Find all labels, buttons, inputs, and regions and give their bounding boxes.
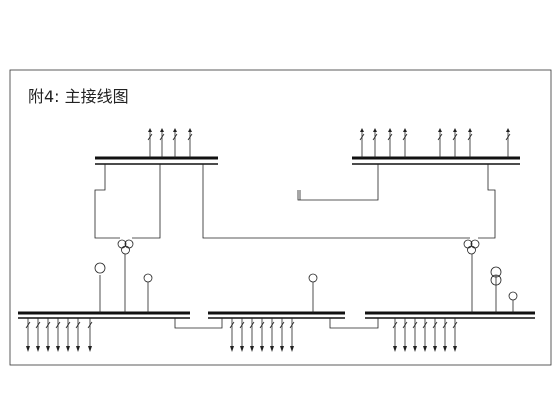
- lower-feeder-switch: [279, 321, 285, 329]
- lower-feeder-switch: [259, 321, 265, 329]
- transformer-t2: [463, 239, 480, 255]
- pt-middle: [308, 273, 318, 313]
- link-left-bus-to-t2: [202, 164, 470, 239]
- lower-feeder-arrow: [26, 346, 30, 352]
- lower-feeder-arrow: [443, 346, 447, 352]
- lower-feeder-arrow: [290, 346, 294, 352]
- drawing-frame: [9, 69, 552, 366]
- lower-feeder-switch: [289, 321, 295, 329]
- lower-feeder-arrow: [46, 346, 50, 352]
- lower-feeder-arrow: [423, 346, 427, 352]
- upper-feeder-switch: [452, 133, 458, 141]
- lower-feeder-arrow: [56, 346, 60, 352]
- transformer-t1: [117, 239, 134, 255]
- upper-feeder-arrow: [403, 128, 407, 132]
- lower-feeder-switch: [65, 321, 71, 329]
- lower-feeder-switch: [269, 321, 275, 329]
- diagram-title: 附4: 主接线图: [28, 87, 129, 106]
- link-t1-right: [132, 164, 161, 239]
- upper-feeder-switch: [372, 133, 378, 141]
- upper-feeder-switch: [359, 133, 365, 141]
- upper-feeder-arrow: [388, 128, 392, 132]
- lower-feeder-switch: [249, 321, 255, 329]
- lower-feeder-switch: [87, 321, 93, 329]
- lower-feeder-arrow: [260, 346, 264, 352]
- lower-feeder-arrow: [403, 346, 407, 352]
- upper-feeder-arrow: [360, 128, 364, 132]
- lower-feeder-switch: [452, 321, 458, 329]
- lower-feeder-arrow: [393, 346, 397, 352]
- lower-feeder-switch: [402, 321, 408, 329]
- link-left-bus-to-t1: [94, 164, 120, 239]
- upper-feeder-arrow: [148, 128, 152, 132]
- upper-feeder-switch: [437, 133, 443, 141]
- lower-feeder-arrow: [66, 346, 70, 352]
- upper-feeder-arrow: [438, 128, 442, 132]
- link-right-bus-to-t2: [478, 164, 496, 239]
- lower-feeder-switch: [55, 321, 61, 329]
- lower-feeder-switch: [392, 321, 398, 329]
- upper-feeder-arrow: [468, 128, 472, 132]
- upper-feeder-switch: [387, 133, 393, 141]
- aux-transformer-left: [94, 262, 106, 274]
- lower-feeder-arrow: [270, 346, 274, 352]
- lower-feeder-arrow: [433, 346, 437, 352]
- upper-feeder-arrow: [373, 128, 377, 132]
- upper-feeder-switch: [505, 133, 511, 141]
- lower-feeder-switch: [35, 321, 41, 329]
- lower-feeder-arrow: [230, 346, 234, 352]
- bus-coupler-1: [174, 318, 223, 329]
- upper-feeder-switch: [187, 133, 193, 141]
- upper-feeder-switch: [172, 133, 178, 141]
- lower-feeder-switch: [422, 321, 428, 329]
- link-right-bus-cross: [297, 164, 379, 201]
- lower-feeder-arrow: [76, 346, 80, 352]
- aux-transformer-right: [490, 266, 502, 278]
- lower-feeder-switch: [239, 321, 245, 329]
- lower-feeder-switch: [229, 321, 235, 329]
- lower-feeder-arrow: [453, 346, 457, 352]
- feeder-group: [25, 128, 511, 352]
- upper-feeder-switch: [147, 133, 153, 141]
- lower-feeder-switch: [442, 321, 448, 329]
- aux-transformer-right-2: [490, 274, 502, 286]
- lower-feeder-arrow: [240, 346, 244, 352]
- lower-feeder-switch: [75, 321, 81, 329]
- lower-feeder-arrow: [250, 346, 254, 352]
- lower-feeder-switch: [25, 321, 31, 329]
- lower-feeder-switch: [412, 321, 418, 329]
- upper-feeder-arrow: [160, 128, 164, 132]
- upper-feeder-arrow: [188, 128, 192, 132]
- lower-feeder-arrow: [280, 346, 284, 352]
- lower-feeder-arrow: [36, 346, 40, 352]
- lower-feeder-arrow: [413, 346, 417, 352]
- lower-feeder-switch: [432, 321, 438, 329]
- lower-feeder-arrow: [88, 346, 92, 352]
- upper-feeder-switch: [159, 133, 165, 141]
- pt-right: [508, 291, 518, 313]
- upper-feeder-switch: [467, 133, 473, 141]
- pt-left: [143, 273, 153, 313]
- upper-feeder-arrow: [506, 128, 510, 132]
- upper-feeder-arrow: [453, 128, 457, 132]
- bus-coupler-2: [329, 318, 379, 329]
- upper-feeder-arrow: [173, 128, 177, 132]
- lower-feeder-switch: [45, 321, 51, 329]
- upper-feeder-switch: [402, 133, 408, 141]
